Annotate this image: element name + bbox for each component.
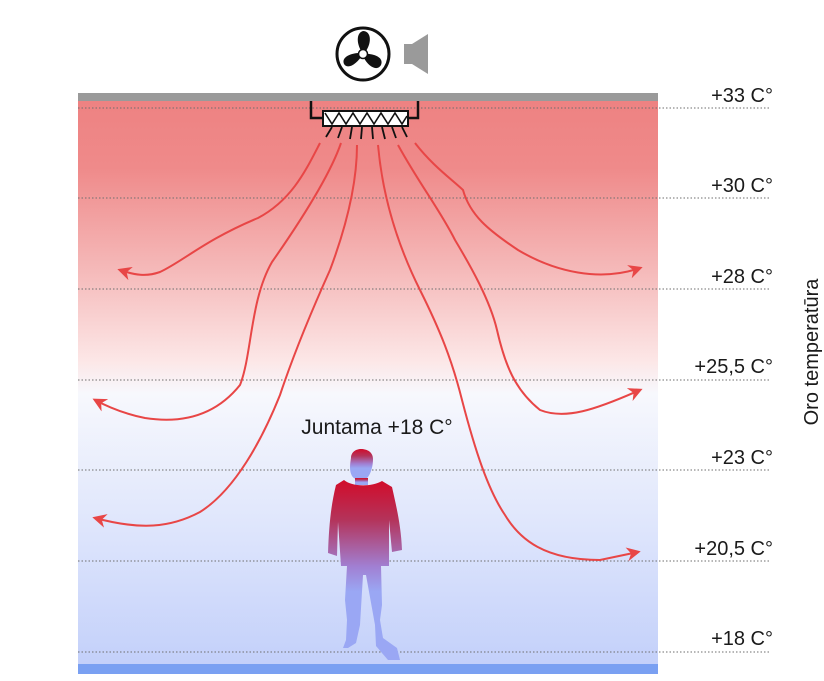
ceiling [78, 93, 658, 101]
level-label: +30 C° [711, 175, 773, 197]
airflow-arrow [92, 144, 358, 528]
floor [78, 664, 658, 674]
felt-temperature-label: Juntama +18 C° [301, 416, 452, 439]
fan-icon [335, 26, 391, 82]
level-label: +20,5 C° [694, 538, 773, 560]
airflow-arrow [117, 142, 321, 281]
airflow-arrows [92, 142, 643, 562]
heater-grille-icon [309, 101, 420, 140]
level-label: +23 C° [711, 447, 773, 469]
level-label: +33 C° [711, 85, 773, 107]
level-label: +25,5 C° [694, 356, 773, 378]
airflow-arrow [377, 144, 641, 562]
speaker-icon [404, 34, 428, 74]
person-silhouette-icon [328, 449, 402, 660]
axis-label: Oro temperatūra [801, 278, 823, 426]
level-label: +18 C° [711, 628, 773, 650]
airflow-arrow [414, 142, 643, 279]
level-label: +28 C° [711, 266, 773, 288]
level-labels: +33 C° +30 C° +28 C° +25,5 C° +23 C° +20… [694, 85, 773, 650]
airflow-arrow [397, 144, 643, 415]
airflow-arrow [92, 142, 342, 421]
